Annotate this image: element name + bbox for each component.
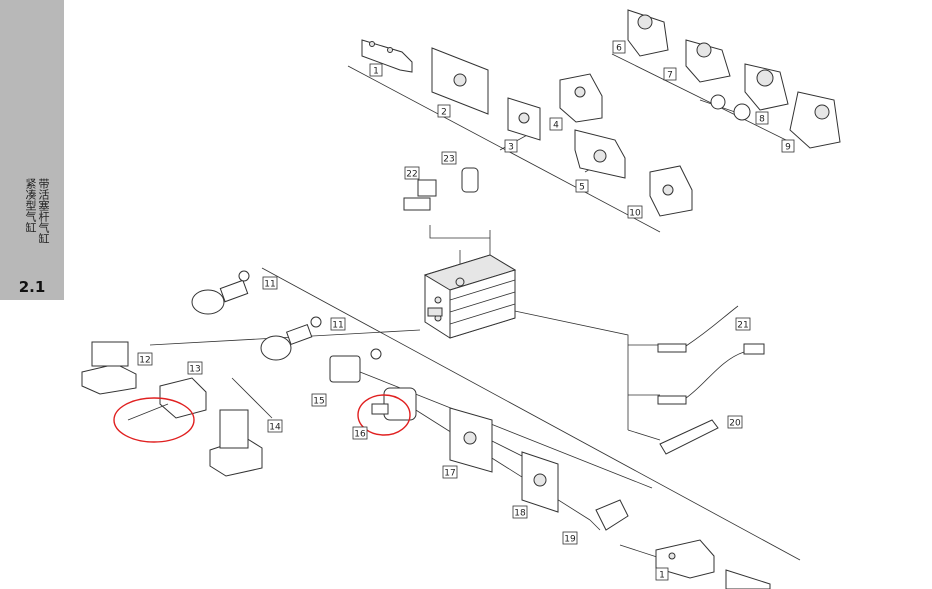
- svg-text:9: 9: [785, 143, 791, 153]
- part-clevis-foot-6: [627, 9, 669, 57]
- svg-text:17: 17: [444, 469, 455, 479]
- part-rear-cap-10: [649, 165, 693, 217]
- svg-text:6: 6: [616, 44, 622, 54]
- svg-text:13: 13: [189, 365, 200, 375]
- svg-text:22: 22: [406, 170, 417, 180]
- svg-text:5: 5: [579, 183, 585, 193]
- svg-text:1: 1: [373, 67, 379, 77]
- part-rear-flange-5: [574, 129, 626, 179]
- highlight-circle-floating-joint: [357, 394, 411, 436]
- svg-text:15: 15: [313, 397, 324, 407]
- svg-text:12: 12: [139, 356, 150, 366]
- section-title: 带活塞杆气缸 紧凑型气缸: [14, 178, 50, 268]
- part-rod-clevis-15: [329, 348, 382, 383]
- part-sensor-rail-20: [659, 419, 719, 455]
- highlight-circle-threaded-rod: [113, 397, 195, 443]
- part-trunnion-9: [789, 91, 841, 149]
- svg-text:3: 3: [508, 143, 514, 153]
- svg-text:10: 10: [629, 209, 641, 219]
- part-bearing-8: [710, 63, 789, 121]
- callout-22: 22: [404, 166, 420, 180]
- compact-cylinder: [423, 254, 517, 339]
- callout-11b: 11: [330, 317, 346, 331]
- callout-5: 5: [575, 179, 589, 193]
- callout-16: 16: [352, 426, 368, 440]
- callout-10: 10: [627, 205, 643, 219]
- part-threaded-rod-13: [127, 377, 207, 421]
- svg-text:19: 19: [564, 535, 576, 545]
- callout-20: 20: [727, 415, 743, 429]
- callout-21: 21: [735, 317, 751, 331]
- callout-8: 8: [755, 111, 769, 125]
- part-flange-plate-2: [431, 47, 489, 115]
- part-adapter-19: [595, 499, 629, 531]
- svg-text:11: 11: [332, 321, 343, 331]
- callout-1: 1: [369, 63, 383, 77]
- part-rod-eye-11a: [191, 270, 250, 315]
- callout-15: 15: [311, 393, 327, 407]
- part-straight-fitting-23: [461, 167, 479, 193]
- section-number: 2.1: [18, 278, 46, 296]
- part-clevis-foot-7: [685, 39, 731, 83]
- callout-11a: 11: [262, 276, 278, 290]
- part-elbow-fitting-22: [403, 179, 437, 211]
- callout-2: 2: [437, 104, 451, 118]
- sidebar-panel: 带活塞杆气缸 紧凑型气缸 2.1: [0, 0, 64, 300]
- part-flange-plate-3: [507, 97, 541, 141]
- part-proximity-sensor-21: [657, 305, 765, 405]
- callout-9: 9: [781, 139, 795, 153]
- part-mounting-bracket-1b: [655, 539, 771, 589]
- svg-text:16: 16: [354, 430, 366, 440]
- svg-text:8: 8: [759, 115, 765, 125]
- svg-text:4: 4: [553, 121, 559, 131]
- part-flange-plate-17: [449, 407, 493, 473]
- callout-23: 23: [441, 151, 457, 165]
- part-mounting-bracket-1: [361, 39, 413, 73]
- svg-text:21: 21: [737, 321, 748, 331]
- svg-text:11: 11: [264, 280, 275, 290]
- svg-text:1: 1: [659, 571, 665, 581]
- svg-text:20: 20: [729, 419, 741, 429]
- part-coupling-12: [81, 341, 137, 395]
- section-title-line-1: 带活塞杆气缸: [37, 178, 50, 244]
- svg-text:18: 18: [514, 509, 526, 519]
- svg-text:14: 14: [269, 423, 281, 433]
- part-rod-eye-11b: [260, 316, 322, 361]
- part-pivot-bracket-4: [559, 73, 603, 123]
- callout-13: 13: [187, 361, 203, 375]
- part-clevis-bracket-14: [209, 409, 263, 477]
- callout-1b: 1: [655, 567, 669, 581]
- callout-6: 6: [612, 40, 626, 54]
- callout-14: 14: [267, 419, 283, 433]
- part-flange-plate-18: [521, 451, 559, 513]
- callout-17: 17: [442, 465, 458, 479]
- callout-3: 3: [504, 139, 518, 153]
- callout-labels: 1 2 3 4 5 6 7 8 9 10 11 11 12 13 14 15 1…: [137, 40, 795, 581]
- callout-19: 19: [562, 531, 578, 545]
- callout-7: 7: [663, 67, 677, 81]
- svg-text:2: 2: [441, 108, 447, 118]
- callout-18: 18: [512, 505, 528, 519]
- callout-4: 4: [549, 117, 563, 131]
- svg-text:23: 23: [443, 155, 454, 165]
- svg-text:7: 7: [667, 71, 673, 81]
- section-title-line-2: 紧凑型气缸: [24, 178, 37, 233]
- callout-12: 12: [137, 352, 153, 366]
